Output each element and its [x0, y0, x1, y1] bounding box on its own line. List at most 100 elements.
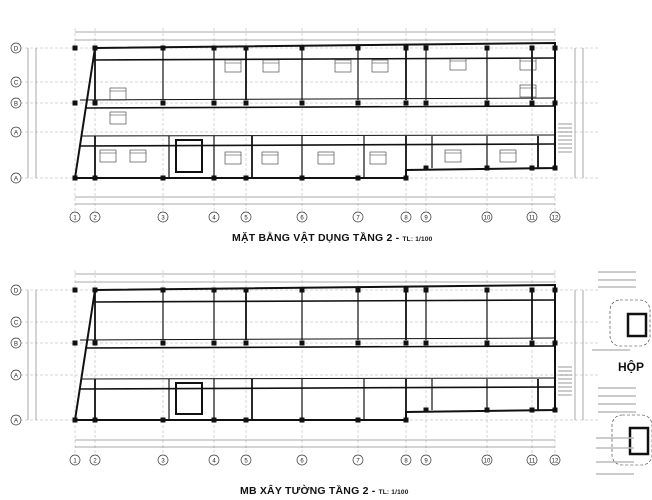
structural-column — [355, 100, 361, 106]
elevator-shaft — [175, 382, 203, 415]
structural-column — [403, 45, 409, 51]
structural-column — [72, 417, 78, 423]
axis-bubble — [157, 211, 169, 223]
structural-column — [243, 287, 249, 293]
axis-label: D — [14, 289, 19, 295]
axis-label: 9 — [424, 459, 428, 465]
structural-column — [299, 100, 305, 106]
axis-label: 10 — [484, 216, 491, 222]
bed-icon — [262, 59, 280, 73]
structural-column — [72, 287, 78, 293]
structural-column — [92, 45, 98, 51]
corridor-wall — [84, 345, 556, 349]
axis-bubble — [10, 97, 22, 109]
structural-column — [211, 175, 217, 181]
bed-icon — [369, 151, 387, 165]
building-outline — [73, 41, 556, 179]
axis-bubble — [352, 454, 364, 466]
structural-column — [484, 45, 490, 51]
axis-label: 3 — [161, 216, 165, 222]
elevator-shaft — [175, 139, 203, 173]
bed-icon — [99, 149, 117, 163]
axis-bubble — [526, 211, 538, 223]
corridor-wall — [94, 299, 556, 303]
axis-label: 5 — [244, 216, 248, 222]
scale-text: TL: 1/100 — [378, 489, 409, 496]
axis-bubble — [89, 211, 101, 223]
building-outline — [73, 283, 556, 421]
structural-column — [92, 287, 98, 293]
axis-bubble — [157, 454, 169, 466]
structural-column — [299, 175, 305, 181]
structural-column — [423, 287, 429, 293]
axis-label: B — [14, 102, 18, 108]
axis-bubble — [400, 454, 412, 466]
axis-bubble — [69, 454, 81, 466]
structural-column — [243, 417, 249, 423]
structural-column — [211, 45, 217, 51]
axis-bubble — [10, 284, 22, 296]
structural-column — [552, 165, 558, 171]
title-text: MẶT BẰNG VẬT DỤNG TẦNG 2 - — [232, 232, 400, 244]
structural-column — [243, 100, 249, 106]
structural-column — [529, 340, 535, 346]
axis-label: B — [14, 342, 18, 348]
axis-bubble — [10, 172, 22, 184]
bed-icon — [371, 59, 389, 73]
scale-text: TL: 1/100 — [402, 236, 433, 243]
bed-icon — [449, 57, 467, 71]
axis-label: 8 — [404, 216, 408, 222]
structural-column — [92, 340, 98, 346]
bed-icon — [261, 151, 279, 165]
corridor-wall — [79, 143, 556, 147]
axis-label: 7 — [356, 459, 360, 465]
structural-column — [243, 340, 249, 346]
structural-column — [160, 100, 166, 106]
structural-column — [355, 417, 361, 423]
bed-icon — [519, 84, 537, 98]
bed-icon — [109, 87, 127, 101]
box-section — [628, 426, 650, 456]
bed-icon — [224, 151, 242, 165]
axis-label: 8 — [404, 459, 408, 465]
structural-column — [299, 340, 305, 346]
axis-label: 9 — [424, 216, 428, 222]
axis-bubble — [296, 211, 308, 223]
axis-bubble — [420, 211, 432, 223]
structural-column — [484, 340, 490, 346]
structural-column — [72, 45, 78, 51]
axis-label: 1 — [73, 216, 77, 222]
axis-bubble — [526, 454, 538, 466]
structural-column — [243, 45, 249, 51]
structural-column — [92, 175, 98, 181]
structural-column — [160, 175, 166, 181]
axis-bubble — [10, 414, 22, 426]
structural-column — [355, 287, 361, 293]
axis-label: 12 — [552, 216, 559, 222]
structural-column — [484, 100, 490, 106]
axis-label: A — [14, 374, 18, 380]
bed-icon — [444, 149, 462, 163]
structural-column — [529, 287, 535, 293]
axis-label: D — [14, 47, 19, 53]
box-section — [626, 312, 648, 338]
axis-bubble — [240, 211, 252, 223]
axis-bubble — [208, 454, 220, 466]
structural-column — [403, 287, 409, 293]
axis-label: 4 — [212, 459, 216, 465]
structural-column — [484, 165, 490, 171]
structural-column — [423, 165, 429, 171]
axis-label: 11 — [529, 459, 536, 465]
structural-column — [160, 340, 166, 346]
axis-label: 6 — [300, 216, 304, 222]
structural-column — [423, 340, 429, 346]
bed-icon — [109, 111, 127, 125]
structural-column — [552, 407, 558, 413]
bed-icon — [224, 59, 242, 73]
structural-column — [403, 340, 409, 346]
bed-icon — [499, 149, 517, 163]
axis-label: C — [14, 321, 19, 327]
bed-icon — [317, 151, 335, 165]
axis-label: 2 — [93, 216, 97, 222]
